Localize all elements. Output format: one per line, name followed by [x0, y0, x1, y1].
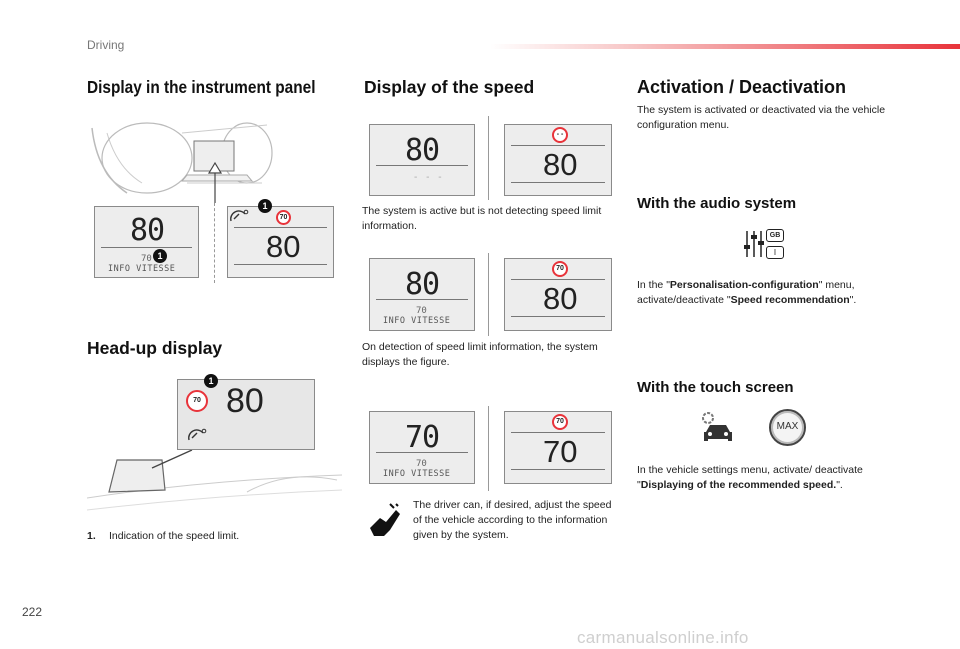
- callout-badge: 1: [204, 374, 218, 388]
- display-rule: [511, 145, 605, 146]
- head-up-display-panel: 70 80: [177, 379, 315, 450]
- display-rule: [511, 432, 605, 433]
- callout-badge: 1: [153, 249, 167, 263]
- heading-touch-screen: With the touch screen: [637, 379, 794, 396]
- max-label: MAX: [776, 421, 799, 432]
- speed-limit-value: 70: [416, 459, 427, 469]
- heading-display-speed: Display of the speed: [364, 77, 535, 97]
- display-rule: [511, 279, 605, 280]
- pointer-line: [214, 203, 215, 283]
- cluster-display-left: 80 70 INFO VITESSE: [94, 206, 199, 278]
- divider: [488, 406, 489, 491]
- text-detecting: On detection of speed limit information,…: [362, 341, 598, 368]
- header-accent-bar: [490, 44, 960, 49]
- display-rule: [376, 165, 468, 166]
- speed-limit-value: 70: [416, 306, 427, 316]
- audio-settings-icon: GB I: [743, 227, 785, 261]
- hand-adjust-icon: [370, 503, 400, 536]
- display-rule: [511, 316, 605, 317]
- language-icon: GB: [766, 229, 784, 242]
- vehicle-settings-icon: [702, 412, 732, 441]
- divider: [488, 116, 489, 200]
- heading-audio-system: With the audio system: [637, 195, 797, 212]
- text-audio-system: In the "Personalisation-configuration" m…: [637, 278, 899, 308]
- display-not-detecting-right: - - 80: [504, 124, 612, 196]
- display-rule: [234, 227, 327, 228]
- recommended-speed: 80: [543, 281, 578, 316]
- section-title: Driving: [87, 38, 125, 52]
- speed-limiter-icon: [188, 428, 207, 441]
- text-fragment: In the vehicle settings menu, activate/ …: [637, 464, 863, 491]
- heading-instrument-panel: Display in the instrument panel: [87, 77, 316, 97]
- speed-limiter-icon: [230, 209, 249, 222]
- text-driver-adjust: The driver can, if desired, adjust the s…: [413, 499, 612, 541]
- display-detecting-right: 70 80: [504, 258, 612, 331]
- note-number: 1.: [87, 529, 96, 544]
- menu-name: Personalisation-configuration: [669, 279, 819, 291]
- current-speed: 80: [405, 133, 440, 168]
- cluster-display-right: 70 80: [227, 206, 334, 278]
- display-rule: [511, 469, 605, 470]
- note-text: Indication of the speed limit.: [109, 530, 240, 542]
- recommended-speed: 70: [543, 434, 578, 469]
- text-fragment: ".: [836, 479, 843, 491]
- setting-name: Displaying of the recommended speed.: [640, 479, 837, 491]
- head-up-illustration: [87, 449, 343, 511]
- limit-placeholder: - - -: [414, 172, 445, 183]
- recommended-speed: 80: [543, 147, 578, 182]
- display-adjusted-right: 70 70: [504, 411, 612, 484]
- info-vitesse-label: INFO VITESSE: [383, 316, 451, 326]
- display-rule: [101, 247, 192, 248]
- display-rule: [376, 452, 468, 453]
- setting-name: Speed recommendation: [730, 294, 850, 306]
- display-not-detecting-left: 80 - - -: [369, 124, 475, 196]
- hud-speed-value: 80: [226, 382, 264, 420]
- heading-head-up-display: Head-up display: [87, 338, 223, 358]
- info-icon: I: [766, 246, 784, 259]
- equalizer-icon: [744, 231, 764, 257]
- watermark: carmanualsonline.info: [577, 628, 749, 647]
- page-number: 222: [22, 605, 43, 619]
- display-rule: [234, 264, 327, 265]
- text-not-detecting: The system is active but is not detectin…: [362, 205, 602, 232]
- dashboard-illustration: [91, 122, 273, 203]
- callout-badge: 1: [258, 199, 272, 213]
- display-rule: [376, 299, 468, 300]
- text-fragment: ".: [849, 294, 857, 306]
- speed-limit-value: 70: [141, 254, 152, 264]
- note-number-text: 1.: [87, 530, 96, 542]
- speed-limit-sign: 70: [276, 210, 291, 225]
- divider: [488, 253, 489, 336]
- heading-activation: Activation / Deactivation: [637, 77, 847, 97]
- current-speed: 80: [405, 267, 440, 302]
- speed-limit-sign: - -: [552, 127, 568, 143]
- info-vitesse-label: INFO VITESSE: [383, 469, 451, 479]
- speed-limit-sign: 70: [552, 414, 568, 430]
- current-speed: 70: [405, 420, 440, 455]
- text-fragment: In the ": [637, 279, 670, 291]
- speed-limit-sign: 70: [186, 390, 208, 412]
- display-adjusted-left: 70 70 INFO VITESSE: [369, 411, 475, 484]
- max-button-icon: MAX: [769, 409, 806, 446]
- display-detecting-left: 80 70 INFO VITESSE: [369, 258, 475, 331]
- info-vitesse-label: INFO VITESSE: [108, 264, 176, 274]
- text-activation-intro: The system is activated or deactivated v…: [637, 104, 886, 131]
- speed-limit-sign: 70: [552, 261, 568, 277]
- display-rule: [511, 182, 605, 183]
- recommended-speed: 80: [266, 229, 301, 264]
- text-touch-screen: In the vehicle settings menu, activate/ …: [637, 463, 895, 493]
- text-fragment: " menu, activate/deactivate ": [637, 279, 855, 306]
- current-speed: 80: [130, 213, 165, 248]
